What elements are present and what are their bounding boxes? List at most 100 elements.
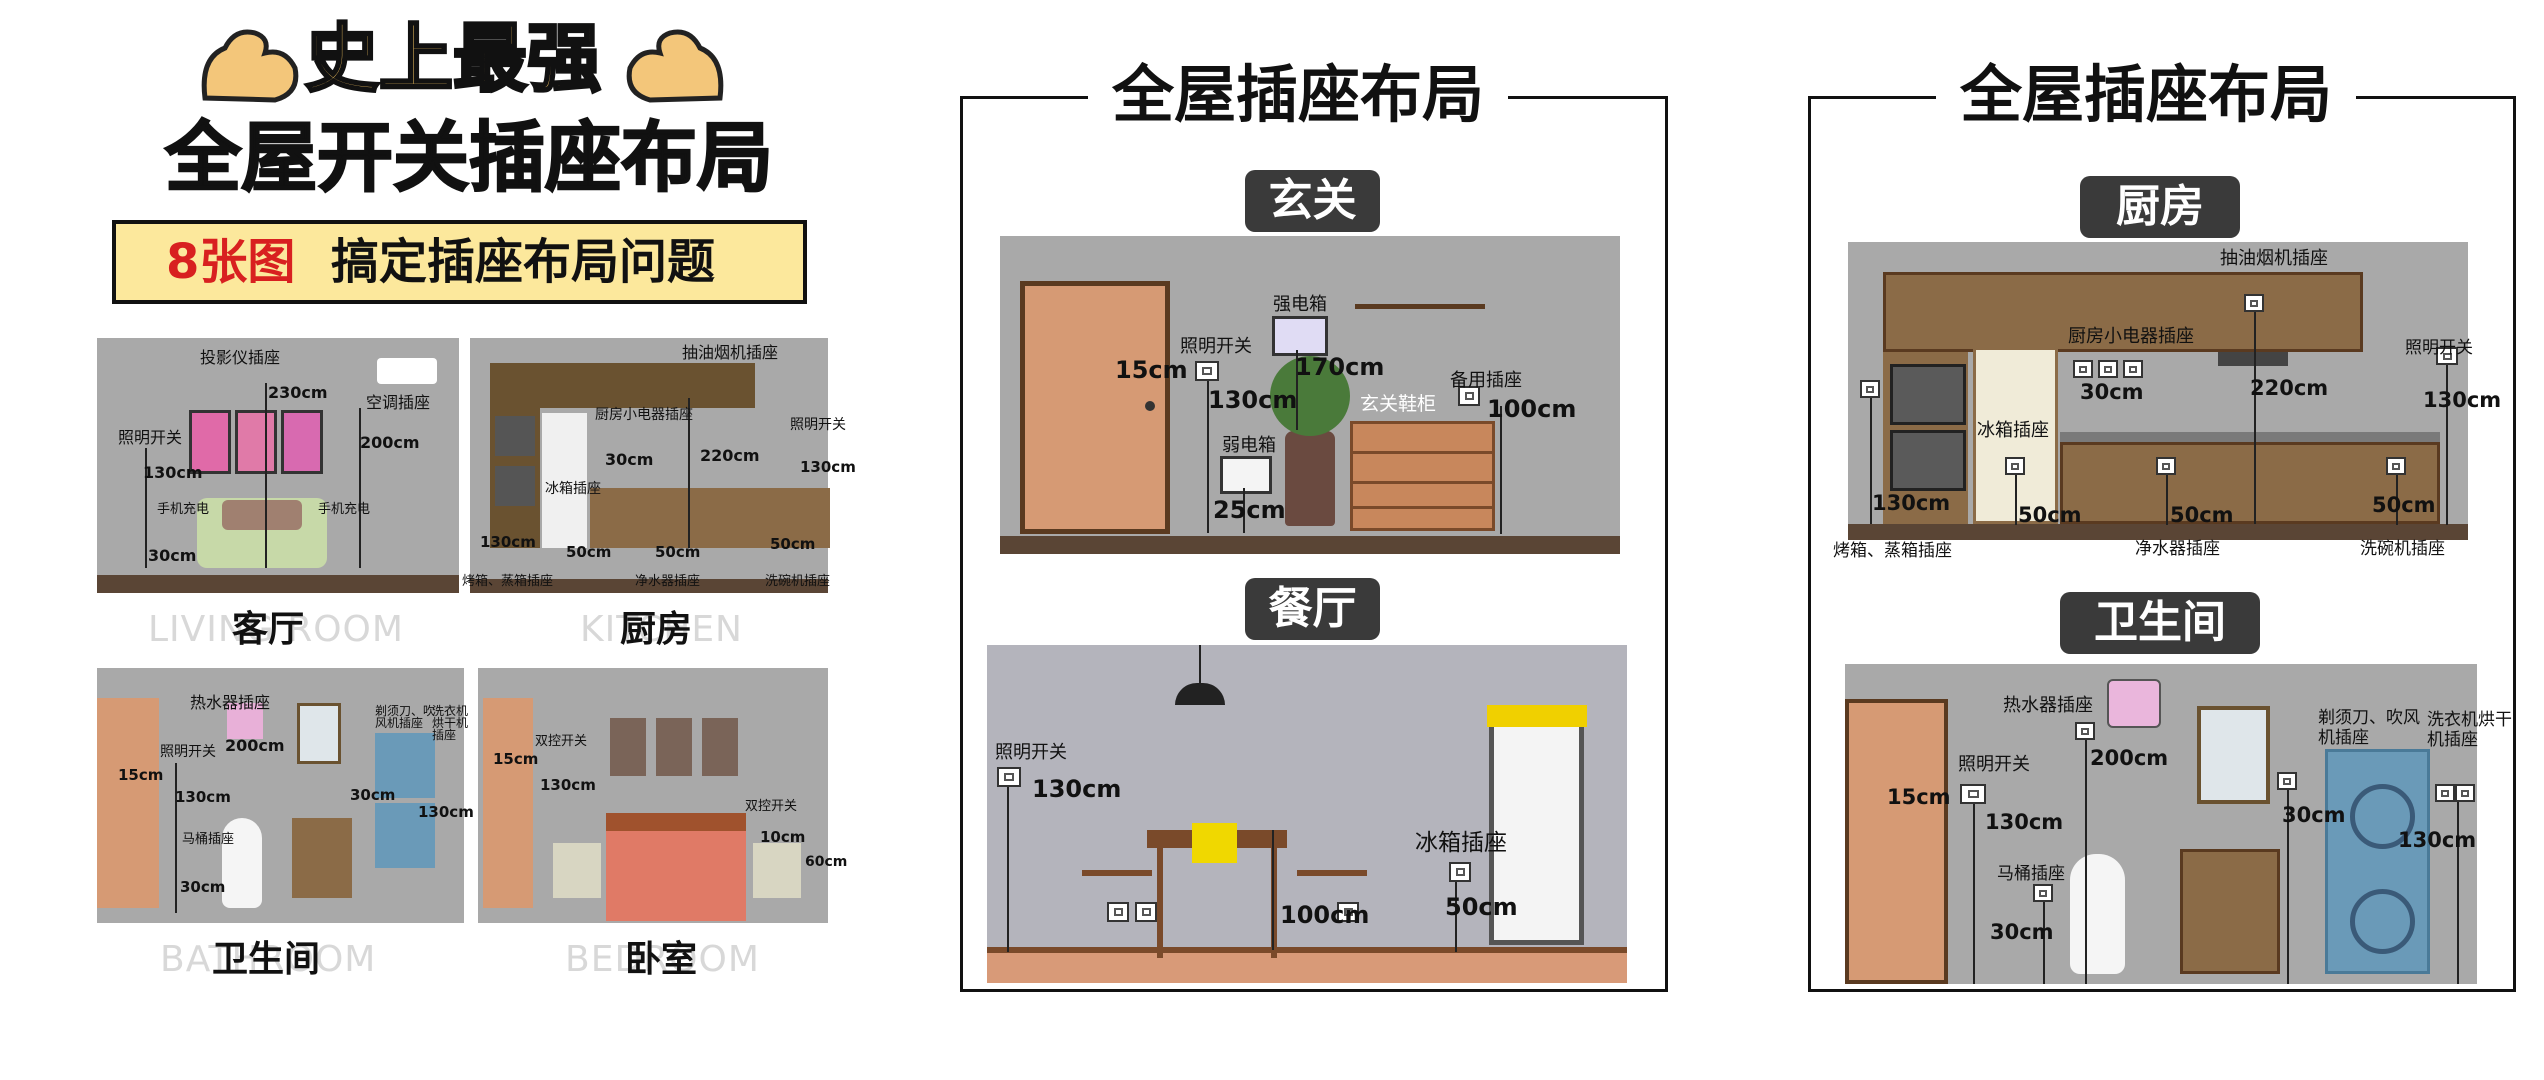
range-hood <box>2218 352 2288 366</box>
b-label-toilet: 马桶插座 <box>182 832 235 847</box>
strong-power-box <box>1272 316 1328 356</box>
k-dim-50c: 50cm <box>770 535 816 553</box>
rb-label-light: 照明开关 <box>1958 754 2030 775</box>
bd-dim-10: 10cm <box>760 828 806 846</box>
label-phone-charge-2: 手机充电 <box>318 502 371 517</box>
b-light-switch <box>1960 784 1986 804</box>
ghost-bathroom: BATHROOM <box>160 939 377 980</box>
coat-hook-rail <box>1355 304 1485 309</box>
k-small-socket-3 <box>2123 360 2143 378</box>
rk-label-small: 厨房小电器插座 <box>2068 326 2194 347</box>
k-oven-socket <box>1860 380 1880 398</box>
entry-label-light: 照明开关 <box>1180 336 1252 357</box>
rb-dim-130b: 130cm <box>2398 828 2477 852</box>
ghost-bedroom: BEDROOM <box>565 939 760 980</box>
b-heater-socket <box>2075 722 2095 740</box>
label-projector: 投影仪插座 <box>200 348 281 367</box>
dining-scene <box>987 645 1627 983</box>
b-dim-130a: 130cm <box>175 788 231 806</box>
ghost-living-room: LIVING ROOM <box>148 609 404 650</box>
k-label-small: 厨房小电器插座 <box>595 407 693 423</box>
entry-label-weak: 弱电箱 <box>1222 435 1276 456</box>
rk-dim-30: 30cm <box>2080 380 2144 404</box>
dining-socket-3 <box>1337 902 1359 922</box>
dining-label-light: 照明开关 <box>995 742 1067 763</box>
dim-130: 130cm <box>143 463 203 482</box>
main-title: 史上最强 <box>304 16 603 102</box>
middle-title: 全屋插座布局 <box>1088 64 1509 126</box>
entrance-scene <box>1000 236 1620 554</box>
main-subtitle: 全屋开关插座布局 <box>164 113 774 202</box>
chip-entrance: 玄关 <box>1245 170 1380 232</box>
b-label-heater: 热水器插座 <box>190 693 271 712</box>
water-heater <box>2107 679 2161 728</box>
k-label-light: 照明开关 <box>790 417 846 433</box>
k-small-socket-2 <box>2098 360 2118 378</box>
k-label-dish: 洗碗机插座 <box>765 574 831 589</box>
bd-label-dual-2: 双控开关 <box>745 799 798 814</box>
entry-dim-130: 130cm <box>1208 386 1298 414</box>
banner-black-text: 搞定插座布局问题 <box>331 234 716 290</box>
chip-bathroom: 卫生间 <box>2060 592 2260 654</box>
k-water-socket <box>2156 457 2176 475</box>
rb-dim-15: 15cm <box>1887 785 1951 809</box>
dim-230: 230cm <box>268 383 328 402</box>
rk-dim-50a: 50cm <box>2018 503 2082 527</box>
caption-bathroom: 卫生间 <box>212 939 321 980</box>
pendant-lamp <box>1199 645 1201 683</box>
rb-label-shaver: 剃须刀、吹风机插座 <box>2318 708 2420 749</box>
b-dim-15: 15cm <box>118 766 164 784</box>
dim-200: 200cm <box>360 433 420 452</box>
entry-dim-170: 170cm <box>1295 353 1385 381</box>
k-label-oven: 烤箱、蒸箱插座 <box>462 574 554 589</box>
b-dim-200: 200cm <box>225 736 285 755</box>
ghost-kitchen: KITCHEN <box>580 609 743 650</box>
rk-label-light: 照明开关 <box>2405 338 2473 358</box>
dining-label-fridge: 冰箱插座 <box>1415 830 1507 856</box>
label-phone-charge: 手机充电 <box>157 502 210 517</box>
headline-banner: 8张图 搞定插座布局问题 <box>112 220 807 304</box>
k-dim-220: 220cm <box>700 446 760 465</box>
k-dim-30: 30cm <box>605 450 654 469</box>
caption-bedroom: 卧室 <box>625 939 698 980</box>
rb-dim-30b: 30cm <box>1990 920 2054 944</box>
banner-red-text: 8张图 <box>166 234 296 290</box>
rb-label-toilet: 马桶插座 <box>1997 864 2065 884</box>
b-shaver-socket <box>2277 772 2297 790</box>
k-light-switch <box>2436 347 2458 365</box>
rk-label-hood: 抽油烟机插座 <box>2220 248 2328 269</box>
potted-plant <box>1285 431 1335 526</box>
caption-kitchen: 厨房 <box>620 609 693 650</box>
shoe-cabinet <box>1350 421 1495 531</box>
b-label-washer: 洗衣机烘干机插座 <box>432 704 469 742</box>
entry-dim-100: 100cm <box>1487 395 1577 423</box>
rb-dim-30a: 30cm <box>2282 803 2346 827</box>
k-dim-130b: 130cm <box>800 458 856 476</box>
rk-dim-130b: 130cm <box>1872 491 1951 515</box>
k-dim-130a: 130cm <box>480 533 536 551</box>
dining-light-switch <box>997 767 1021 787</box>
b-dim-130b: 130cm <box>418 803 474 821</box>
b-dim-30a: 30cm <box>350 786 396 804</box>
bd-label-dual: 双控开关 <box>535 734 588 749</box>
k-label-hood: 抽油烟机插座 <box>682 343 779 362</box>
rb-label-heater: 热水器插座 <box>2003 695 2093 716</box>
k-label-water: 净水器插座 <box>635 574 701 589</box>
rk-dim-50b: 50cm <box>2170 503 2234 527</box>
mirror <box>2197 706 2270 804</box>
vanity <box>2180 849 2280 974</box>
bedroom-scene <box>478 668 828 923</box>
bd-dim-15: 15cm <box>493 750 539 768</box>
chip-kitchen: 厨房 <box>2080 176 2240 238</box>
k-label-fridge: 冰箱插座 <box>545 481 601 497</box>
k-hood-socket <box>2244 294 2264 312</box>
b-dim-30b: 30cm <box>180 878 226 896</box>
kitchen-scene <box>470 338 830 593</box>
caption-living-room: 客厅 <box>232 609 305 650</box>
entry-dim-15: 15cm <box>1115 356 1188 384</box>
k-small-socket-1 <box>2073 360 2093 378</box>
bd-dim-60: 60cm <box>805 854 848 870</box>
living-room-scene <box>97 338 459 593</box>
entry-label-strong: 强电箱 <box>1273 294 1327 315</box>
right-title: 全屋插座布局 <box>1936 64 2357 126</box>
